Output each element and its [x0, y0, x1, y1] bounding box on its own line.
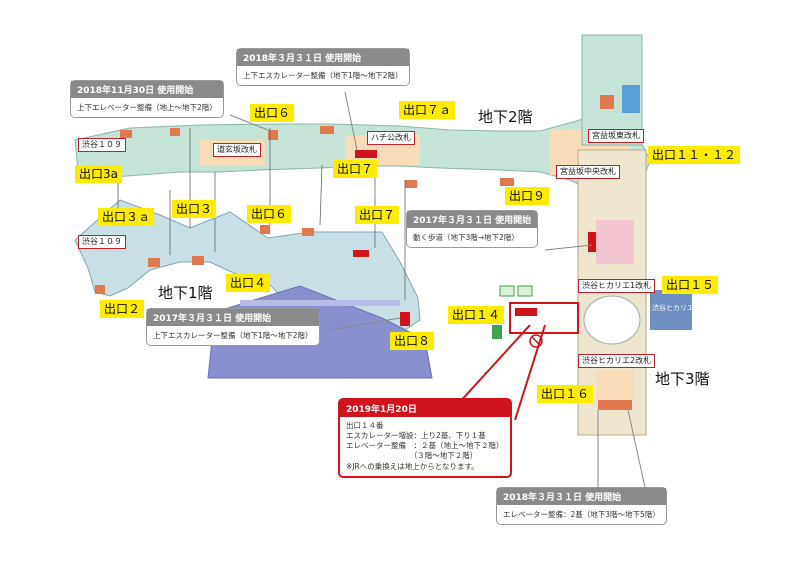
right-shop-red — [588, 232, 596, 252]
exit-9[interactable]: 出口９ — [505, 187, 550, 205]
right-shop-orange — [600, 95, 614, 109]
b3-oval-plaza — [583, 295, 641, 345]
floor-label-b1: 地下1階 — [158, 284, 213, 302]
exit14-no-entry-marker — [529, 334, 543, 348]
callout-text: 上下エレベーター整備（地上～地下2階） — [77, 103, 217, 112]
exit14-green-sign — [492, 325, 502, 339]
callout-text: 出口１４番 エスカレーター増設：上り2基、下り１基 エレベーター整備 ：２基（地… — [346, 421, 504, 471]
floor-label-b3: 地下3階 — [655, 370, 710, 388]
leader-c1 — [344, 91, 358, 151]
exit-2[interactable]: 出口２ — [100, 300, 145, 318]
exit-3a-b2[interactable]: 出口3a — [75, 165, 122, 183]
exit-4[interactable]: 出口４ — [226, 274, 271, 292]
callout-text: 上下エスカレーター整備（地下1階～地下2階） — [153, 331, 313, 340]
leader-c4 — [329, 317, 401, 331]
b2-shop-1 — [120, 130, 132, 138]
b1-platform-rail — [240, 300, 400, 306]
b2-shop-3 — [268, 130, 278, 140]
b1-shop-4 — [95, 285, 105, 294]
gate-miyamasuzaka-central: 宮益坂中央改札 — [556, 165, 620, 179]
exit-7-b1[interactable]: 出口７ — [355, 206, 400, 224]
exit-16[interactable]: 出口１６ — [537, 385, 594, 403]
hikarie-building-label: 渋谷ヒカリエ — [652, 304, 694, 312]
leader-c3 — [544, 244, 593, 251]
callout-elevator-2018: 2018年11月30日 使用開始 上下エレベーター整備（地上～地下2階） — [70, 80, 224, 118]
gate-hikarie-1: 渋谷ヒカリエ1改札 — [578, 279, 656, 293]
gate-dogenzaka: 道玄坂改札 — [213, 143, 261, 157]
right-pink-block — [596, 220, 634, 264]
exit-6-b1[interactable]: 出口６ — [247, 205, 292, 223]
b2-level — [74, 109, 651, 196]
callout-b1-b2-escalator-2018: 2018年３月３１日 使用開始 上下エスカレーター整備（地下1階～地下2階） — [236, 48, 410, 86]
b1-shop-7 — [302, 228, 314, 236]
b1-shop-1 — [148, 258, 160, 267]
right-shop-blue — [622, 85, 640, 113]
exit-3a-b1[interactable]: 出口３ａ — [98, 208, 155, 226]
callout-moving-walkway-2017: 2017年３月３１日 使用開始 動く歩道（地下3階→地下2階） — [406, 210, 539, 248]
exit14-green-sign-3 — [517, 285, 533, 297]
callout-date: 2019年1月20日 — [340, 400, 510, 417]
b2-shop-6 — [500, 178, 514, 186]
exit14-green-sign-2 — [499, 285, 515, 297]
gate-miyamasuzaka-east: 宮益坂東改札 — [588, 129, 644, 143]
b1-shop-5 — [353, 250, 369, 257]
b1-shop-6 — [400, 312, 410, 326]
gate-hikarie-2: 渋谷ヒカリエ2改札 — [578, 354, 656, 368]
callout-date: 2018年３月３１日 使用開始 — [237, 49, 409, 66]
connector-line — [319, 164, 323, 226]
callout-elevator-b3-b5-2018: 2018年３月３１日 使用開始 エレベーター整備：2基（地下3階～地下5階） — [496, 487, 667, 525]
callout-text: エレベーター整備：2基（地下3階～地下5階） — [503, 510, 660, 519]
hikarie-building — [650, 290, 692, 330]
b2-shop-4 — [320, 126, 334, 134]
exit14-connector-2 — [514, 324, 546, 421]
callout-b1-b2-escalator-2017: 2017年３月３１日 使用開始 上下エスカレーター整備（地下1階～地下2階） — [146, 308, 320, 346]
gate-shibuya109-b2: 渋谷１０９ — [78, 138, 126, 152]
callout-date: 2018年３月３１日 使用開始 — [497, 488, 666, 505]
callout-date: 2017年３月３１日 使用開始 — [407, 211, 538, 228]
right-gate-bottom — [596, 370, 634, 400]
exit-6-b2[interactable]: 出口６ — [250, 104, 295, 122]
exit14-area — [447, 285, 579, 421]
exit-7a[interactable]: 出口７ａ — [399, 101, 456, 119]
callout-text: 上下エスカレーター整備（地下1階～地下2階） — [243, 71, 403, 80]
b1-shop-2 — [192, 256, 204, 265]
b2-shop-2 — [170, 128, 180, 136]
b2-shop-5 — [405, 180, 417, 188]
exit-11-12[interactable]: 出口１１・１２ — [648, 146, 741, 164]
callout-leaders — [229, 91, 651, 511]
callout-date: 2017年３月３１日 使用開始 — [147, 309, 319, 326]
right-shop-bottom — [598, 400, 632, 410]
leader-c2 — [229, 114, 269, 131]
callout-date: 2018年11月30日 使用開始 — [71, 81, 223, 98]
callout-exit14-2019: 2019年1月20日 出口１４番 エスカレーター増設：上り2基、下り１基 エレベ… — [338, 398, 512, 478]
gate-hachiko: ハチ公改札 — [367, 131, 415, 145]
exit-14[interactable]: 出口１４ — [448, 306, 505, 324]
exit-3[interactable]: 出口３ — [172, 200, 217, 218]
exit-8[interactable]: 出口８ — [390, 332, 435, 350]
gate-shibuya109-b1: 渋谷１０９ — [78, 235, 126, 249]
exit14-escalator — [515, 308, 537, 316]
exit-15[interactable]: 出口１５ — [662, 276, 719, 294]
b1-shop-3 — [260, 225, 270, 234]
callout-text: 動く歩道（地下3階→地下2階） — [413, 233, 519, 242]
floor-label-b2: 地下2階 — [478, 108, 533, 126]
exit-7-b2[interactable]: 出口７ — [333, 160, 378, 178]
b2-exit7-stairs — [355, 150, 377, 158]
